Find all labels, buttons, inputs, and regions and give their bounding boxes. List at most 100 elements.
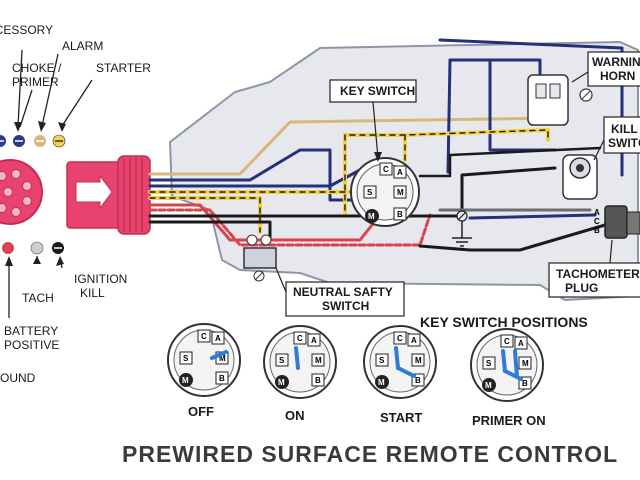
position-terminal-box <box>293 331 307 345</box>
tachometer-plug-label-2: PLUG <box>565 281 598 295</box>
positions-heading: KEY SWITCH POSITIONS <box>420 314 588 330</box>
choke-primer-label-1: CHOKE / <box>12 61 62 75</box>
harness-arrows <box>8 49 93 318</box>
position-terminal-label: B <box>415 376 421 385</box>
warning-horn-label-2: HORN <box>600 69 635 83</box>
tach-label: TACH <box>22 291 54 305</box>
position-terminal-box <box>518 356 532 370</box>
position-contact-link <box>396 366 416 378</box>
position-terminal-label: M <box>415 356 422 365</box>
position-terminal-box <box>311 353 325 367</box>
position-terminal-label: C <box>504 337 510 346</box>
key-switch-label: KEY SWITCH <box>340 84 415 98</box>
position-terminal-box <box>275 353 289 367</box>
position-terminal-box <box>411 353 425 367</box>
harness-connector <box>66 155 151 235</box>
warning-horn-label-1: WARNING <box>592 55 640 69</box>
choke-primer-label-2: PRIMER <box>12 75 59 89</box>
starter-label: STARTER <box>96 61 151 75</box>
tachometer-plug-label-1: TACHOMETER <box>556 267 640 281</box>
harness-arrowheads <box>5 121 66 266</box>
position-terminal-label: C <box>397 334 403 343</box>
warning-horn <box>527 74 593 126</box>
tachometer-plug-callout <box>548 262 640 298</box>
position-terminal-label: M <box>378 378 385 387</box>
key-terminal-m2: M <box>368 212 375 221</box>
key-terminal-m: M <box>397 188 404 197</box>
plug-pin-a: A <box>594 208 600 217</box>
position-terminal-box <box>215 371 229 385</box>
neutral-safety-callout <box>285 281 405 317</box>
kill-switch-label-2: SWITCH <box>608 136 640 150</box>
position-terminal-label: S <box>183 354 189 363</box>
kill-switch-callout <box>603 116 640 154</box>
position-terminal-box <box>311 373 325 387</box>
position-terminal-label: B <box>522 379 528 388</box>
ground-label: GROUND <box>0 371 36 385</box>
position-terminal-label: M <box>278 378 285 387</box>
position-contact-link <box>294 346 300 370</box>
neutral-safety-label-2: SWITCH <box>322 299 369 313</box>
position-label: START <box>380 410 422 425</box>
position-contact-link <box>394 346 400 370</box>
position-label: ON <box>285 408 305 423</box>
battery-pin-dot <box>2 242 14 254</box>
position-label: OFF <box>188 404 214 419</box>
position-terminal-box <box>211 331 225 345</box>
position-label: PRIMER ON <box>472 413 546 428</box>
position-terminal-label: A <box>411 336 417 345</box>
position-terminal-label: A <box>215 334 221 343</box>
ignition-kill-label-1: IGNITION <box>74 272 127 286</box>
battery-positive-label-1: BATTERY <box>4 324 58 338</box>
position-terminal-m <box>375 375 389 389</box>
position-terminal-label: S <box>279 356 285 365</box>
ignition-kill-label-2: KILL <box>80 286 105 300</box>
key-terminal-c: C <box>383 165 389 174</box>
diagram-title: PREWIRED SURFACE REMOTE CONTROL <box>122 441 618 467</box>
key-terminal-a: A <box>397 168 403 177</box>
position-terminal-label: B <box>315 376 321 385</box>
accessory-label: ACCESSORY <box>0 23 53 37</box>
position-terminal-label: S <box>379 356 385 365</box>
position-terminal-label: A <box>518 339 524 348</box>
alarm-label: ALARM <box>62 39 103 53</box>
key-terminal-b: B <box>397 210 403 219</box>
position-terminal-m <box>179 373 193 387</box>
position-terminal-label: A <box>311 336 317 345</box>
position-terminal-m <box>275 375 289 389</box>
key-terminal-s: S <box>367 188 373 197</box>
position-contact-link <box>501 349 507 373</box>
connector-face <box>0 159 43 225</box>
position-terminal-box <box>197 329 211 343</box>
position-terminal-label: B <box>219 374 225 383</box>
position-terminal-box <box>514 336 528 350</box>
position-terminal-box <box>393 331 407 345</box>
position-contact-link <box>210 350 228 360</box>
position-terminal-box <box>500 334 514 348</box>
position-terminal-box <box>179 351 193 365</box>
position-terminal-box <box>307 333 321 347</box>
tachometer-plug <box>604 205 640 239</box>
position-terminal-box <box>482 356 496 370</box>
battery-positive-label-2: POSITIVE <box>4 338 59 352</box>
plug-pin-c: C <box>594 217 600 226</box>
position-terminal-label: M <box>182 376 189 385</box>
position-terminal-label: C <box>201 332 207 341</box>
position-contact-link <box>513 349 519 379</box>
position-terminal-label: S <box>486 359 492 368</box>
neutral-safety-label-1: NEUTRAL SAFTY <box>293 285 393 299</box>
plug-pin-b: B <box>594 226 600 235</box>
position-terminal-box <box>375 353 389 367</box>
neutral-safety-switch <box>243 234 277 282</box>
position-terminal-m <box>482 378 496 392</box>
kill-switch <box>562 154 598 200</box>
position-terminal-label: M <box>522 359 529 368</box>
position-terminal-box <box>407 333 421 347</box>
warning-horn-callout <box>587 51 640 87</box>
